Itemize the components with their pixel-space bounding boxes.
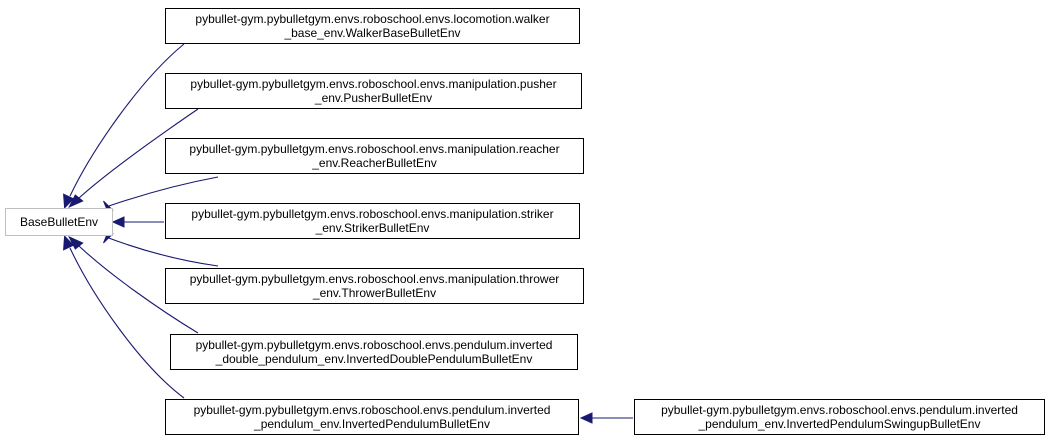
arrowhead-striker	[111, 216, 125, 228]
arrowhead-swingup	[579, 412, 593, 424]
node-label-line1: pybullet-gym.pybulletgym.envs.roboschool…	[195, 12, 550, 26]
node-inverted-pendulum-swingup-bullet-env[interactable]: pybullet-gym.pybulletgym.envs.roboschool…	[634, 399, 1045, 435]
node-label-line1: pybullet-gym.pybulletgym.envs.roboschool…	[191, 207, 554, 221]
node-pusher-bullet-env[interactable]: pybullet-gym.pybulletgym.envs.roboschool…	[165, 73, 582, 109]
node-label-line1: pybullet-gym.pybulletgym.envs.roboschool…	[661, 403, 1018, 417]
node-label: BaseBulletEnv	[19, 215, 99, 229]
node-label-line2: _env.StrikerBulletEnv	[315, 221, 430, 235]
edge-reacher-to-base	[105, 176, 219, 208]
node-label-line2: _base_env.WalkerBaseBulletEnv	[284, 26, 461, 40]
edge-thrower-to-base	[105, 236, 219, 267]
node-label-line1: pybullet-gym.pybulletgym.envs.roboschool…	[193, 403, 551, 417]
node-label-line1: pybullet-gym.pybulletgym.envs.roboschool…	[190, 77, 557, 91]
node-label-line2: _env.ReacherBulletEnv	[312, 156, 437, 170]
node-label-line2: _env.PusherBulletEnv	[314, 91, 433, 105]
node-inverted-pendulum-bullet-env[interactable]: pybullet-gym.pybulletgym.envs.roboschool…	[165, 399, 579, 435]
node-label-line2: _env.ThrowerBulletEnv	[312, 286, 437, 300]
node-label-line2: _pendulum_env.InvertedPendulumSwingupBul…	[698, 417, 981, 431]
node-inverted-double-pendulum-bullet-env[interactable]: pybullet-gym.pybulletgym.envs.roboschool…	[170, 334, 578, 370]
node-reacher-bullet-env[interactable]: pybullet-gym.pybulletgym.envs.roboschool…	[165, 138, 584, 174]
node-base-bullet-env[interactable]: BaseBulletEnv	[5, 208, 113, 236]
edge-walker-to-base	[69, 43, 185, 197]
node-label-line1: pybullet-gym.pybulletgym.envs.roboschool…	[195, 338, 553, 352]
edge-pusher-to-base	[78, 108, 199, 199]
node-label-line1: pybullet-gym.pybulletgym.envs.roboschool…	[189, 142, 560, 156]
node-label-line1: pybullet-gym.pybulletgym.envs.roboschool…	[189, 272, 560, 286]
arrowhead-walker	[63, 193, 75, 209]
arrowhead-pusher	[68, 194, 84, 209]
edge-double-pendulum-to-base	[78, 245, 199, 334]
arrowhead-double-pendulum	[68, 235, 84, 250]
node-label-line2: _double_pendulum_env.InvertedDoublePendu…	[215, 352, 533, 366]
node-label-line2: _pendulum_env.InvertedPendulumBulletEnv	[254, 417, 490, 431]
arrowhead-pendulum	[63, 235, 75, 251]
edge-pendulum-to-base	[69, 247, 185, 399]
node-striker-bullet-env[interactable]: pybullet-gym.pybulletgym.envs.roboschool…	[165, 203, 580, 239]
node-thrower-bullet-env[interactable]: pybullet-gym.pybulletgym.envs.roboschool…	[165, 268, 584, 304]
node-walker-base-bullet-env[interactable]: pybullet-gym.pybulletgym.envs.roboschool…	[165, 8, 580, 44]
